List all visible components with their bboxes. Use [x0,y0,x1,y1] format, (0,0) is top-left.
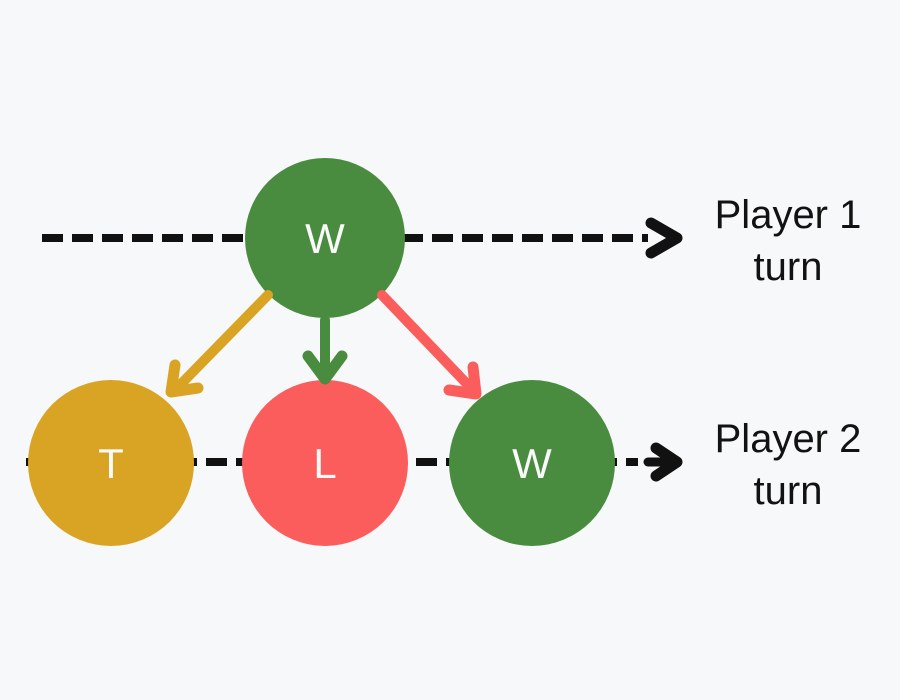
node-root-win-label: W [305,215,345,262]
node-tie [28,380,194,546]
node-tie-label: T [98,440,124,487]
player2-turn-label-line1: Player 2 [714,417,862,461]
player1-turn-label: Player 1 turn [688,189,888,293]
edge-root-to-tie [165,290,273,398]
player2-turn-label: Player 2 turn [688,413,888,517]
edge-root-to-win [377,290,482,400]
edge-root-to-win-shaft [377,290,473,390]
node-win [449,380,615,546]
edge-root-to-tie-arrowhead-icon [165,359,204,398]
player1-turn-label-line1: Player 1 [714,193,862,237]
node-loss-label: L [313,440,336,487]
node-root-win [245,158,405,318]
player1-arrowhead-icon [645,217,683,259]
edge-root-to-loss [302,315,348,385]
edge-root-to-win-arrowhead-icon [443,361,482,400]
player2-turn-label-line2: turn [753,469,823,513]
node-loss [242,380,408,546]
edge-root-to-tie-shaft [174,290,273,391]
edge-root-to-loss-arrowhead-icon [302,350,348,385]
player1-turn-label-line2: turn [753,245,823,289]
player2-arrowhead-icon [650,442,683,482]
node-win-label: W [512,440,552,487]
